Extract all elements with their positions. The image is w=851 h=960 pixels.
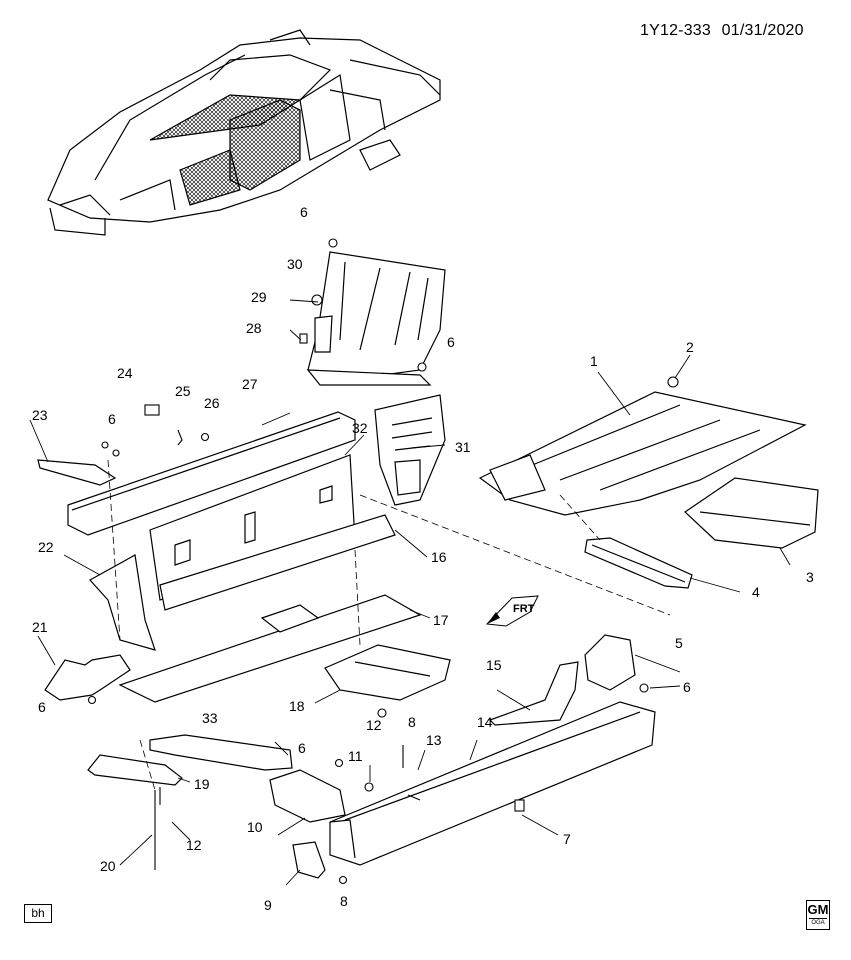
part-panel-3	[684, 477, 819, 549]
gm-logo-mark: GM	[807, 902, 829, 917]
part-bracket-15	[488, 661, 579, 726]
callout-number: 6	[447, 334, 455, 350]
callout-number: 22	[38, 539, 54, 555]
diagram-header: 1Y12-333 01/31/2020	[640, 22, 804, 40]
callout-number: 11	[348, 748, 363, 764]
callout-number: 33	[202, 710, 218, 726]
callout-number: 8	[408, 714, 416, 730]
part-plate-19	[87, 754, 183, 786]
part-cross-member-27	[67, 411, 356, 536]
callout-number: 8	[340, 893, 348, 909]
callout-number: 21	[32, 619, 48, 635]
callout-number: 14	[477, 714, 493, 730]
callout-number: 25	[175, 383, 191, 399]
callout-number: 10	[247, 819, 263, 835]
callout-number: 23	[32, 407, 48, 423]
frt-label: FRT	[513, 603, 535, 615]
part-bracket-23	[37, 459, 117, 486]
part-front-panel-16	[149, 454, 396, 611]
callout-number: 5	[675, 635, 683, 651]
part-floor-panel-1	[478, 391, 807, 516]
callout-number: 29	[251, 289, 267, 305]
gm-logo-sub: OGA	[809, 918, 827, 927]
callout-number: 26	[204, 395, 220, 411]
callout-number: 6	[298, 740, 306, 756]
vehicle-body-frame	[47, 29, 441, 236]
callout-number: 6	[108, 411, 116, 427]
callout-number: 31	[455, 439, 471, 455]
callout-number: 7	[563, 831, 571, 847]
callout-number: 27	[242, 376, 258, 392]
callout-number: 6	[300, 204, 308, 220]
callout-number: 24	[117, 365, 133, 381]
part-bracket-31	[374, 394, 446, 506]
corner-tag: bh	[24, 904, 52, 923]
part-plate-18	[324, 644, 451, 701]
callout-number: 2	[686, 339, 694, 355]
part-rail-4	[584, 537, 693, 589]
front-direction-arrow: FRT	[485, 595, 539, 627]
callout-number: 30	[287, 256, 303, 272]
callout-number: 28	[246, 320, 262, 336]
diagram-code: 1Y12-333	[640, 22, 711, 39]
part-strip-33	[149, 734, 293, 771]
callout-number: 18	[289, 698, 305, 714]
callout-number: 1	[590, 353, 598, 369]
callout-number: 6	[38, 699, 46, 715]
part-bracket-5	[584, 634, 636, 691]
part-clip-9	[292, 841, 326, 879]
callout-numbers: 1 2 3 4 5 6 6 6 6 6 6 7 8 8 9 10 11 12 1…	[32, 204, 814, 913]
part-rocker-rail-14	[329, 701, 656, 866]
part-tunnel-brace-32	[306, 251, 446, 386]
alignment-lines	[107, 459, 671, 791]
callout-number: 15	[486, 657, 502, 673]
part-housing-10	[269, 769, 346, 823]
callout-number: 4	[752, 584, 760, 600]
diagram-date: 01/31/2020	[721, 22, 804, 39]
callout-number: 6	[683, 679, 691, 695]
fasteners	[87, 238, 679, 885]
callout-number: 17	[433, 612, 449, 628]
callout-number: 12	[366, 717, 382, 733]
part-pillar-22	[89, 554, 156, 651]
callout-number: 9	[264, 897, 272, 913]
leader-lines	[29, 299, 791, 886]
part-bracket-21	[44, 654, 131, 701]
gm-logo: GM OGA	[806, 900, 830, 930]
callout-number: 32	[352, 420, 368, 436]
callout-number: 3	[806, 569, 814, 585]
callout-number: 16	[431, 549, 447, 565]
callout-number: 19	[194, 776, 210, 792]
part-lower-panel-17	[118, 594, 422, 703]
callout-number: 12	[186, 837, 202, 853]
callout-number: 13	[426, 732, 442, 748]
callout-number: 20	[100, 858, 116, 874]
